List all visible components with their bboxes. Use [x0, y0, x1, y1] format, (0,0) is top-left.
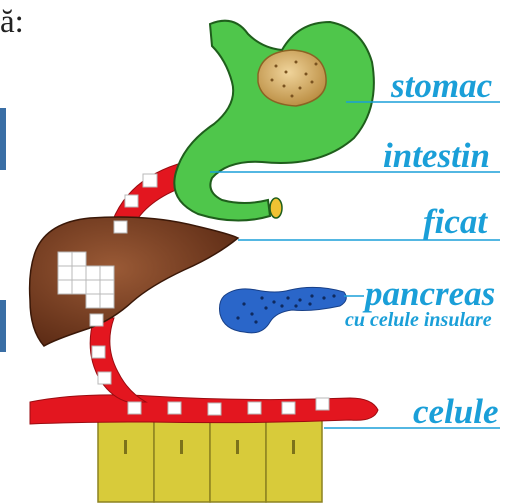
cell-block [154, 418, 210, 502]
label-ficat: ficat [423, 204, 487, 239]
bread-icon [258, 50, 326, 106]
label-celule: celule [413, 394, 499, 429]
label-pancreas: pancreas [365, 276, 495, 311]
label-intestin: intestin [383, 138, 490, 173]
intestine-opening [270, 198, 282, 218]
cell-row [98, 418, 322, 502]
cell-nucleus [292, 440, 295, 454]
cell-block [98, 418, 154, 502]
cell-nucleus [124, 440, 127, 454]
label-stomac: stomac [391, 68, 492, 103]
cell-nucleus [236, 440, 239, 454]
cell-block [266, 418, 322, 502]
blood-vessel-vertical [90, 318, 146, 402]
stomach-shape [174, 21, 374, 221]
pancreas-shape [220, 287, 347, 332]
cell-block [210, 418, 266, 502]
label-cu-celule-insulare: cu celule insulare [345, 310, 492, 330]
cell-nucleus [180, 440, 183, 454]
